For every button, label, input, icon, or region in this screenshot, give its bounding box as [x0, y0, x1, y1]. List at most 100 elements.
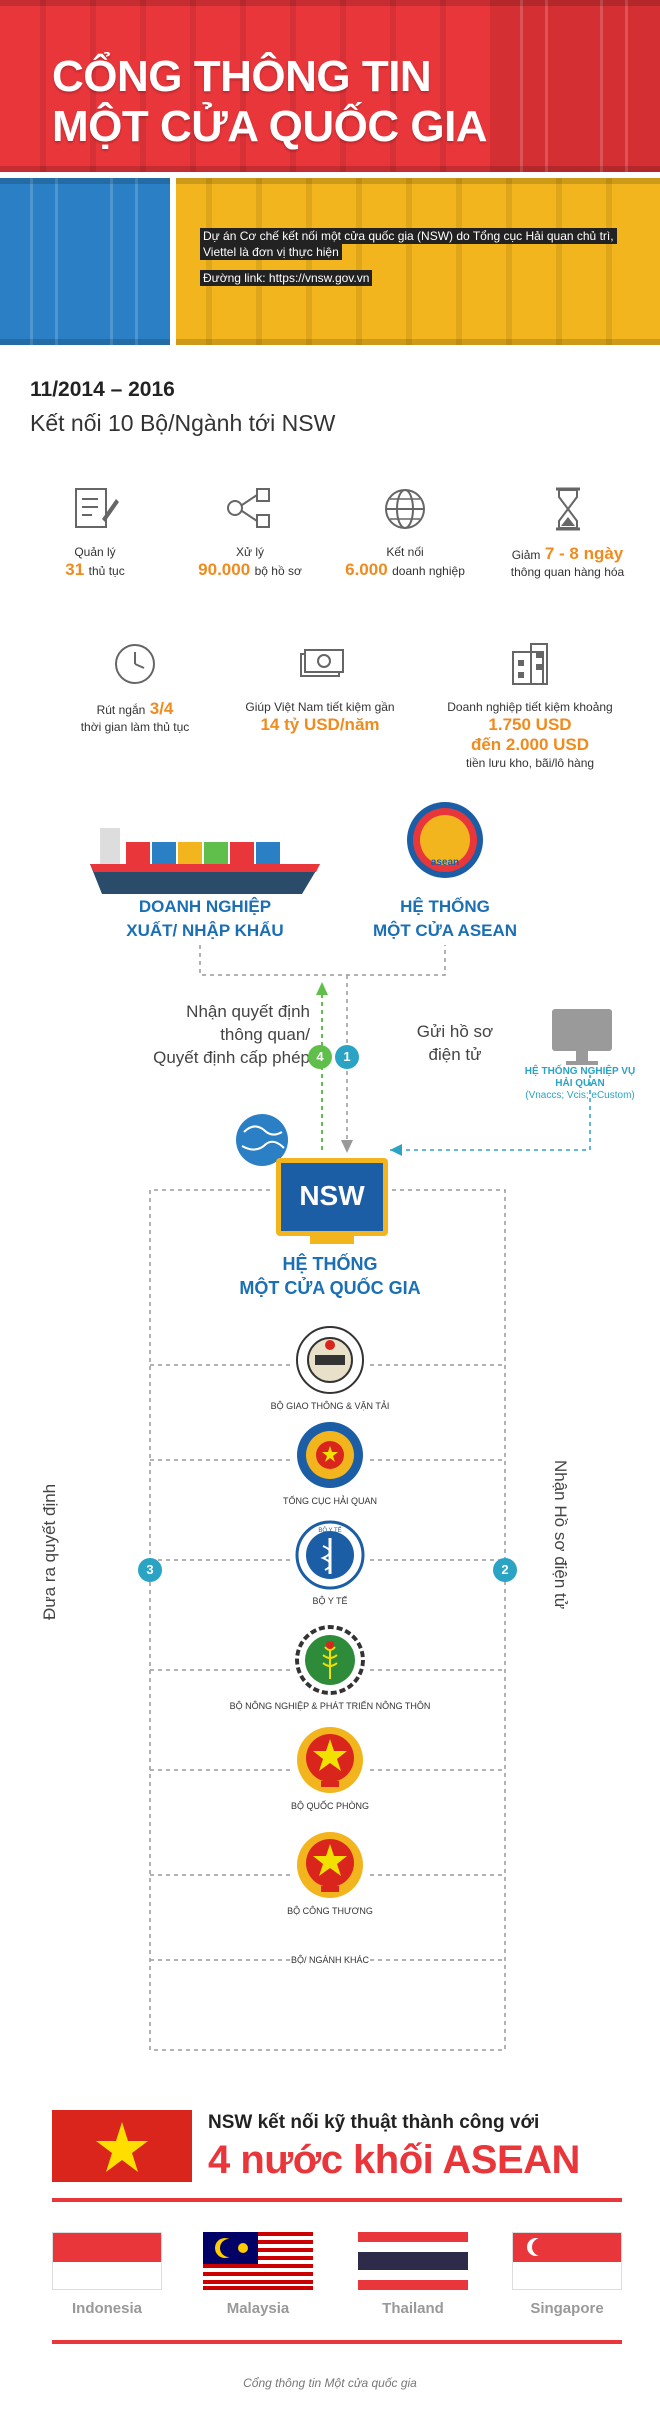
receive-decision-text: Nhận quyết định thông quan/ Quyết định c…	[153, 1002, 310, 1067]
step-2-badge: 2	[493, 1558, 517, 1582]
money-icon	[300, 649, 344, 677]
ministry-industry-trade: BỘ CÔNG THƯƠNG	[200, 1830, 460, 1916]
enterprise-line-1: DOANH NGHIỆP	[138, 897, 272, 916]
country-malaysia: Malaysia	[226, 2300, 290, 2317]
left-vertical-text: Đưa ra quyết định	[40, 1483, 59, 1620]
yellow-container	[176, 178, 660, 345]
national-emblem-trade	[297, 1832, 363, 1898]
asean-big-text: 4 nước khối ASEAN	[208, 2138, 580, 2182]
stat-enterprises-num: 6.000	[345, 560, 388, 579]
stat-days-post: thông quan hàng hóa	[510, 565, 625, 579]
asean-logo-text: asean	[431, 857, 459, 868]
stat-procedures-pre: Quản lý	[74, 545, 116, 559]
customs-monitor-icon	[552, 1009, 612, 1065]
stat-savings-enterprise-pre: Doanh nghiệp tiết kiệm khoảng	[447, 700, 613, 714]
indonesia-flag	[52, 2232, 162, 2290]
asean-logo: asean	[407, 802, 483, 878]
stat-dossiers-post: bộ hồ sơ	[254, 564, 302, 578]
national-window-label: HỆ THỐNG MỘT CỬA QUỐC GIA	[239, 1254, 421, 1298]
step-1-badge: 1	[335, 1045, 359, 1069]
globe-network-icon	[236, 1114, 288, 1166]
stat-enterprises-pre: Kết nối	[386, 545, 424, 559]
right-vertical-text: Nhận Hồ sơ điện tử	[551, 1460, 570, 1610]
enterprise-line-2: XUẤT/ NHẬP KHẨU	[126, 921, 284, 940]
stat-time-pre: Rút ngắn	[96, 703, 146, 717]
enterprise-label: DOANH NGHIỆP XUẤT/ NHẬP KHẨU	[95, 895, 315, 943]
footer-credit: Cổng thông tin Một cửa quốc gia	[243, 2376, 417, 2390]
clock-icon	[115, 644, 155, 684]
stat-days-num: 7 - 8 ngày	[544, 544, 624, 563]
hourglass-icon	[555, 487, 580, 531]
stat-dossiers-pre: Xử lý	[235, 545, 265, 559]
country-singapore: Singapore	[530, 2300, 604, 2317]
country-indonesia: Indonesia	[71, 2300, 142, 2317]
title-line-1: CỔNG THÔNG TIN	[52, 52, 432, 101]
nsw-label: NSW	[299, 1180, 365, 1211]
vietnam-flag	[52, 2110, 192, 2182]
stat-days: Giảm 7 - 8 ngày thông quan hàng hóa	[485, 485, 650, 580]
ministry-health: BỘ Y TẾ BỘ Y TẾ	[200, 1520, 460, 1606]
ministry-transport: BỘ GIAO THÔNG & VẬN TẢI	[200, 1325, 460, 1411]
cargo-ship-image	[90, 828, 320, 894]
connect-heading: Kết nối 10 Bộ/Ngành tới NSW	[30, 410, 336, 436]
info-line-1: Dự án Cơ chế kết nối một cửa quốc gia (N…	[200, 228, 617, 244]
stat-time-post: thời gian làm thủ tục	[80, 720, 190, 734]
stat-savings-enterprise-post: tiền lưu kho, bãi/lô hàng	[465, 756, 595, 770]
national-emblem-defence	[297, 1727, 363, 1793]
asean-window-label: HỆ THỐNG MỘT CỬA ASEAN	[335, 895, 555, 943]
health-seal-text: BỘ Y TẾ	[318, 1527, 341, 1534]
asean-headline: NSW kết nối kỹ thuật thành công với	[208, 2112, 540, 2133]
country-thailand: Thailand	[382, 2300, 444, 2317]
stat-savings-enterprise-num2: đến 2.000 USD	[470, 735, 590, 754]
stat-procedures-post: thủ tục	[88, 564, 125, 578]
stat-enterprises: Kết nối 6.000 doanh nghiệp	[330, 485, 480, 580]
transport-seal	[296, 1326, 364, 1394]
period-label: 11/2014 – 2016	[30, 378, 175, 401]
step-4-badge: 4	[308, 1045, 332, 1069]
stat-savings-enterprise: Doanh nghiệp tiết kiệm khoảng 1.750 USD …	[430, 640, 630, 771]
stat-days-pre: Giảm	[511, 548, 541, 562]
thailand-flag	[358, 2232, 468, 2290]
stat-dossiers: Xử lý 90.000 bộ hồ sơ	[175, 485, 325, 580]
stat-savings-enterprise-num: 1.750 USD	[488, 715, 572, 734]
title-line-2: MỘT CỬA QUỐC GIA	[52, 102, 488, 151]
health-seal: BỘ Y TẾ	[295, 1520, 365, 1590]
blue-container	[0, 178, 170, 345]
stat-dossiers-num: 90.000	[198, 560, 251, 579]
ministry-customs: TỔNG CỤC HẢI QUAN	[200, 1420, 460, 1506]
asean-line-2: MỘT CỬA ASEAN	[372, 921, 518, 940]
send-dossier-text: Gửi hồ sơ điện tử	[416, 1022, 494, 1064]
singapore-flag	[512, 2232, 622, 2290]
stat-time: Rút ngắn 3/4 thời gian làm thủ tục	[60, 640, 210, 735]
process-flow-icon	[227, 488, 270, 528]
info-line-2: Viettel là đơn vị thực hiện	[200, 244, 342, 260]
vietnam-star-icon	[96, 2122, 148, 2172]
ministry-other: BỘ/ NGÀNH KHÁC	[290, 1955, 369, 1965]
malaysia-flag	[203, 2232, 313, 2290]
stat-time-num: 3/4	[149, 699, 174, 718]
globe-icon	[385, 489, 425, 529]
divider-top	[52, 2198, 622, 2202]
agriculture-seal	[295, 1625, 365, 1695]
stat-enterprises-post: doanh nghiệp	[392, 564, 465, 578]
asean-line-1: HỆ THỐNG	[400, 897, 490, 916]
stat-savings-national-num: 14 tỷ USD/năm	[260, 715, 380, 734]
nsw-monitor: NSW	[276, 1158, 388, 1236]
stat-procedures: Quản lý 31 thủ tục	[20, 485, 170, 580]
page-title: CỔNG THÔNG TIN MỘT CỬA QUỐC GIA	[52, 52, 488, 152]
stat-procedures-num: 31	[65, 560, 85, 579]
red-container	[0, 0, 490, 172]
monitor-stand	[310, 1236, 354, 1244]
stat-savings-national-pre: Giúp Việt Nam tiết kiệm gần	[245, 700, 395, 714]
stat-savings-national: Giúp Việt Nam tiết kiệm gần 14 tỷ USD/nă…	[220, 640, 420, 735]
red-container-doors	[490, 0, 660, 172]
ministry-defence: BỘ QUỐC PHÒNG	[200, 1725, 460, 1811]
customs-system-label: HỆ THỐNG NGHIỆP VỤ HẢI QUAN (Vnaccs; Vci…	[524, 1066, 636, 1101]
divider-bottom	[52, 2340, 622, 2344]
project-info: Dự án Cơ chế kết nối một cửa quốc gia (N…	[200, 228, 640, 286]
warehouse-icon	[512, 643, 548, 685]
step-3-badge: 3	[138, 1558, 162, 1582]
portal-link[interactable]: Đường link: https://vnsw.gov.vn	[200, 270, 373, 286]
ministry-agriculture: BỘ NÔNG NGHIỆP & PHÁT TRIỂN NÔNG THÔN	[200, 1625, 460, 1711]
document-edit-icon	[75, 488, 119, 528]
